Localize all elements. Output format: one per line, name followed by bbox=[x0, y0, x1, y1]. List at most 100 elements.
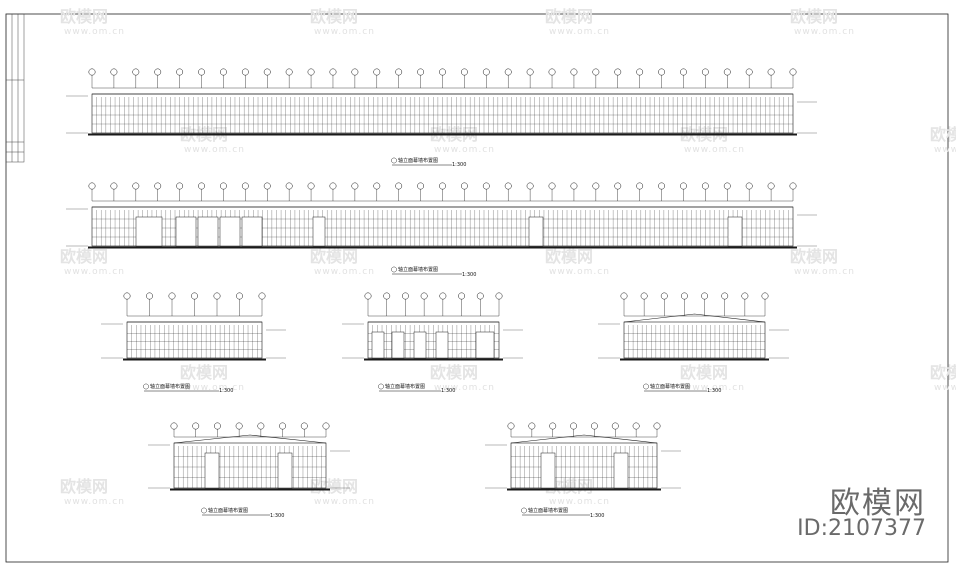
watermark-brand-text: 欧模网 bbox=[930, 363, 956, 382]
door-opening bbox=[413, 331, 427, 359]
drawing-title: 轴立面幕墙布置图 bbox=[398, 266, 438, 273]
door-opening bbox=[528, 216, 544, 247]
axis-bubble bbox=[548, 182, 556, 190]
watermark-brand-text: 欧模网 bbox=[60, 247, 108, 266]
axis-bubble bbox=[168, 292, 176, 300]
axis-bubble bbox=[636, 182, 644, 190]
door-opening bbox=[197, 216, 219, 247]
axis-bubble bbox=[745, 68, 753, 76]
sheet-border bbox=[5, 13, 949, 563]
watermark-url-text: www.om.cn bbox=[794, 27, 855, 37]
drawing-scale: 1:300 bbox=[707, 388, 721, 394]
watermark-url-text: www.om.cn bbox=[184, 145, 245, 155]
axis-bubble bbox=[257, 422, 265, 430]
axis-bubble bbox=[192, 422, 200, 430]
watermark-brand-text: 欧模网 bbox=[430, 363, 478, 382]
axis-bubble bbox=[219, 182, 227, 190]
axis-bubble bbox=[701, 68, 709, 76]
axis-bubble bbox=[640, 292, 648, 300]
watermark-brand-text: 欧模网 bbox=[310, 7, 358, 26]
caption-axis-bubble bbox=[391, 266, 397, 273]
axis-bubble bbox=[723, 182, 731, 190]
axis-bubble bbox=[258, 292, 266, 300]
caption-axis-bubble bbox=[643, 383, 649, 390]
title-block-strip bbox=[5, 13, 25, 163]
axis-bubble bbox=[373, 68, 381, 76]
watermark-url-text: www.om.cn bbox=[64, 267, 125, 277]
axis-bubble bbox=[439, 182, 446, 190]
axis-bubble bbox=[570, 68, 578, 76]
caption-axis-bubble bbox=[521, 507, 527, 514]
axis-bubble bbox=[110, 182, 118, 190]
roof-line bbox=[623, 313, 766, 323]
elevation-drawing bbox=[342, 292, 523, 361]
axis-bubble bbox=[701, 292, 709, 300]
axis-bubble bbox=[170, 422, 178, 430]
axis-bubble bbox=[526, 182, 534, 190]
caption-axis-bubble bbox=[201, 507, 207, 514]
watermark-url-text: www.om.cn bbox=[64, 27, 125, 37]
axis-bubble bbox=[383, 292, 391, 300]
drawing-title: 轴立面幕墙布置图 bbox=[208, 507, 248, 514]
watermark-url-text: www.om.cn bbox=[434, 383, 495, 393]
axis-bubble bbox=[285, 182, 293, 190]
drawing-scale: 1:300 bbox=[590, 513, 604, 519]
watermark-url-text: www.om.cn bbox=[314, 267, 375, 277]
watermark-url-text: www.om.cn bbox=[794, 267, 855, 277]
axis-bubble bbox=[176, 182, 184, 190]
axis-bubble bbox=[420, 292, 428, 300]
axis-bubble bbox=[721, 292, 729, 300]
watermark-url-text: www.om.cn bbox=[549, 267, 610, 277]
drawing-title: 轴立面幕墙布置图 bbox=[398, 157, 438, 164]
watermark-url-text: www.om.cn bbox=[549, 497, 610, 507]
wall-outline bbox=[623, 321, 766, 359]
axis-bubble bbox=[460, 68, 468, 76]
axis-bubble bbox=[767, 68, 775, 76]
watermark-brand-text: 欧模网 bbox=[310, 477, 358, 496]
watermark-url-text: www.om.cn bbox=[64, 497, 125, 507]
elevation-drawing bbox=[148, 422, 350, 491]
axis-bubble bbox=[761, 292, 769, 300]
axis-bubble bbox=[307, 182, 315, 190]
drawing-title: 轴立面幕墙布置图 bbox=[150, 383, 190, 390]
axis-bubble bbox=[191, 292, 198, 300]
axis-bubble bbox=[658, 68, 666, 76]
axis-bubble bbox=[767, 182, 775, 190]
axis-bubble bbox=[132, 68, 140, 76]
axis-bubble bbox=[88, 68, 96, 76]
axis-bubble bbox=[620, 292, 628, 300]
drawing-caption: 轴立面幕墙布置图 1:300 bbox=[143, 383, 233, 394]
axis-bubble bbox=[198, 182, 205, 190]
drawing-scale: 1:300 bbox=[219, 388, 233, 394]
axis-bubble bbox=[154, 68, 162, 76]
drawing-title: 轴立面幕墙布置图 bbox=[650, 383, 690, 390]
drawing-scale: 1:300 bbox=[452, 162, 466, 168]
axis-bubble bbox=[653, 422, 661, 430]
axis-bubble bbox=[789, 182, 797, 190]
watermark-url-text: www.om.cn bbox=[184, 383, 245, 393]
drawing-title: 轴立面幕墙布置图 bbox=[528, 507, 568, 514]
watermark-brand-text: 欧模网 bbox=[545, 477, 593, 496]
elevation-drawing bbox=[101, 292, 286, 361]
axis-bubble bbox=[351, 68, 359, 76]
watermark-brand-text: 欧模网 bbox=[310, 247, 358, 266]
door-opening bbox=[175, 216, 197, 247]
axis-bubble bbox=[373, 182, 381, 190]
axis-bubble bbox=[570, 182, 578, 190]
drawing-caption: 轴立面幕墙布置图 1:300 bbox=[521, 507, 604, 519]
axis-bubble bbox=[570, 422, 578, 430]
axis-bubble bbox=[680, 68, 687, 76]
axis-bubble bbox=[154, 182, 162, 190]
axis-bubble bbox=[549, 422, 557, 430]
watermark-brand-text: 欧模网 bbox=[180, 363, 228, 382]
door-opening bbox=[475, 331, 495, 359]
